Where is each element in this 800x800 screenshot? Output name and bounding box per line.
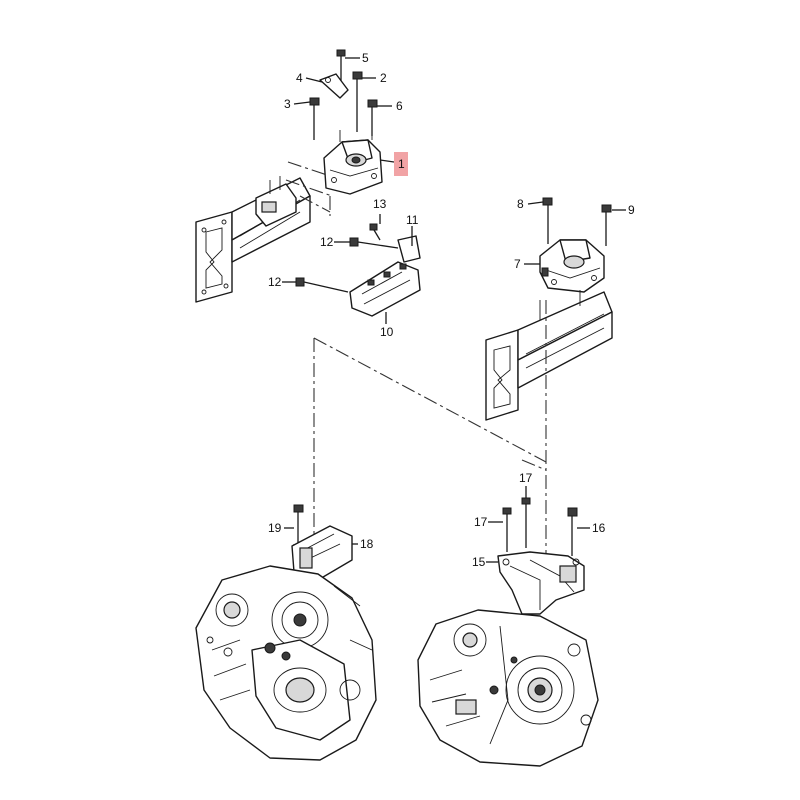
part-label-1[interactable]: 1 [398, 157, 405, 171]
part-label-17-right[interactable]: 17 [519, 471, 533, 485]
bracket-10 [349, 235, 421, 317]
part-label-12-lower[interactable]: 12 [268, 275, 282, 289]
gearbox-left [195, 565, 377, 761]
left-frame-rail [195, 176, 311, 303]
bolt-19 [293, 504, 304, 546]
part-label-7[interactable]: 7 [514, 257, 521, 271]
transmission-mount-7 [539, 239, 605, 293]
bolt-16 [567, 507, 578, 556]
bolt-12-lower [295, 277, 349, 293]
part-label-8[interactable]: 8 [517, 197, 524, 211]
part-label-17-left[interactable]: 17 [474, 515, 488, 529]
bolt-17-right [521, 497, 531, 548]
part-label-9[interactable]: 9 [628, 203, 635, 217]
part-label-13[interactable]: 13 [373, 197, 387, 211]
part-label-2[interactable]: 2 [380, 71, 387, 85]
part-label-15[interactable]: 15 [472, 555, 486, 569]
part-label-12-upper[interactable]: 12 [320, 235, 334, 249]
part-1-highlight [394, 152, 408, 176]
part-label-16[interactable]: 16 [592, 521, 606, 535]
part-label-10[interactable]: 10 [380, 325, 394, 339]
engine-mount-1 [323, 128, 383, 195]
mount-bolts-top [309, 49, 378, 140]
bolt-9 [601, 204, 612, 246]
part-label-11[interactable]: 11 [406, 213, 419, 227]
gearbox-right [417, 609, 599, 767]
dashed-guide-lines-top [285, 161, 333, 216]
right-frame-rail [485, 290, 613, 421]
bolt-12-upper [349, 237, 399, 249]
part-label-4[interactable]: 4 [296, 71, 303, 85]
leader-lines [282, 57, 626, 563]
part-label-19[interactable]: 19 [268, 521, 282, 535]
part-label-5[interactable]: 5 [362, 51, 369, 65]
part-label-6[interactable]: 6 [396, 99, 403, 113]
part-label-18[interactable]: 18 [360, 537, 374, 551]
bolt-13 [369, 223, 381, 241]
bolt-8 [542, 197, 553, 244]
part-label-3[interactable]: 3 [284, 97, 291, 111]
bolt-17-left [502, 507, 512, 552]
bracket-15 [497, 551, 585, 615]
